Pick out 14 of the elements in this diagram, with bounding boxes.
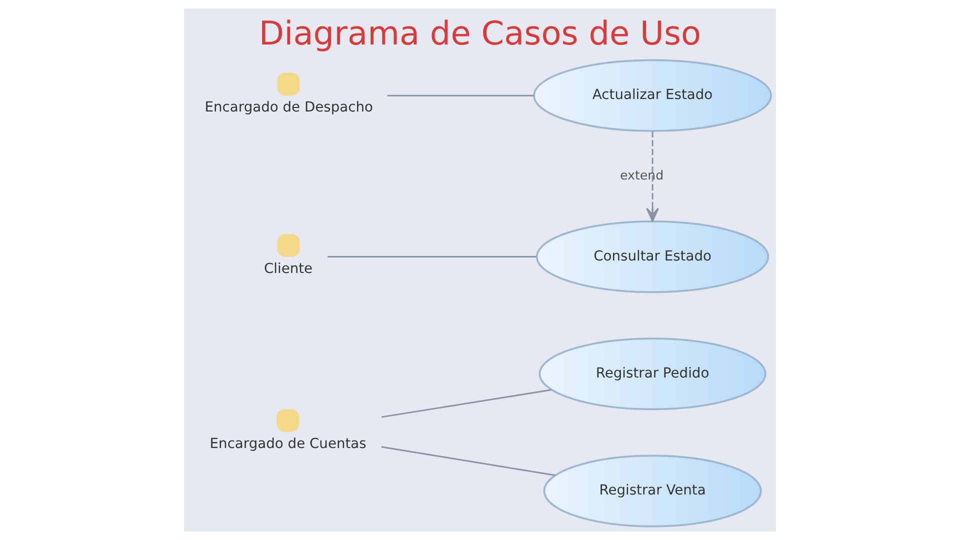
arrow [646,131,659,222]
edge-label: extend [620,167,664,182]
connector [381,389,552,418]
connector [381,446,556,476]
diagram-title: Diagrama de Casos de Uso [258,14,702,53]
node-label: Cliente [264,260,313,277]
node-ellipse: Actualizar Estado [533,59,772,132]
node-ellipse: Consultar Estado [536,220,770,294]
node-ellipse: Registrar Pedido [538,338,766,410]
connector [387,94,534,96]
connector [328,256,536,258]
node-label: Encargado de Despacho [204,100,373,116]
node-label: Encargado de Cuentas [210,436,366,452]
node-ellipse: Registrar Venta [543,454,762,528]
